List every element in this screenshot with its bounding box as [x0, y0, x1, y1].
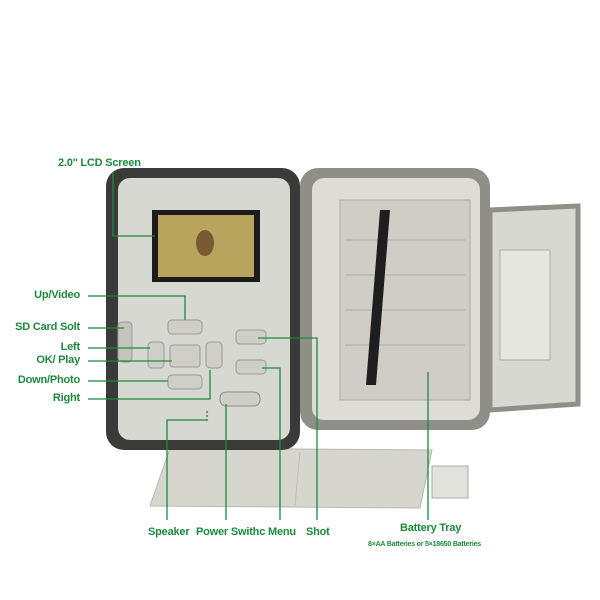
battery-cover	[149, 447, 433, 509]
label-speaker: Speaker	[148, 526, 190, 538]
label-lcd-screen: 2.0'' LCD Screen	[58, 157, 141, 169]
label-right: Right	[52, 392, 80, 404]
label-ok-play: OK/ Play	[36, 354, 80, 366]
power-switch[interactable]	[219, 391, 261, 407]
left-button[interactable]	[147, 341, 165, 369]
latch-block	[431, 465, 469, 499]
leader-lines	[88, 172, 429, 520]
label-shot: Shot	[306, 526, 330, 538]
label-sd-card-slot: SD Card Solt	[15, 321, 80, 333]
right-button[interactable]	[205, 341, 223, 369]
menu-button[interactable]	[235, 359, 267, 375]
label-left: Left	[60, 341, 81, 353]
battery-strap	[366, 210, 390, 385]
shot-button[interactable]	[235, 329, 267, 345]
label-menu: Menu	[268, 526, 296, 538]
up-button[interactable]	[167, 319, 203, 335]
label-up-video: Up/Video	[34, 289, 80, 301]
sd-card-slot[interactable]	[117, 321, 133, 363]
ok-button[interactable]	[169, 344, 201, 368]
label-battery-note: 8×AA Batteries or 5×18650 Batteries	[368, 541, 481, 548]
label-battery-tray: Battery Tray	[400, 522, 462, 534]
down-button[interactable]	[167, 374, 203, 390]
battery-tray	[339, 199, 471, 401]
label-down-photo: Down/Photo	[17, 374, 80, 386]
label-power-switch: Power Swithc	[196, 526, 266, 538]
